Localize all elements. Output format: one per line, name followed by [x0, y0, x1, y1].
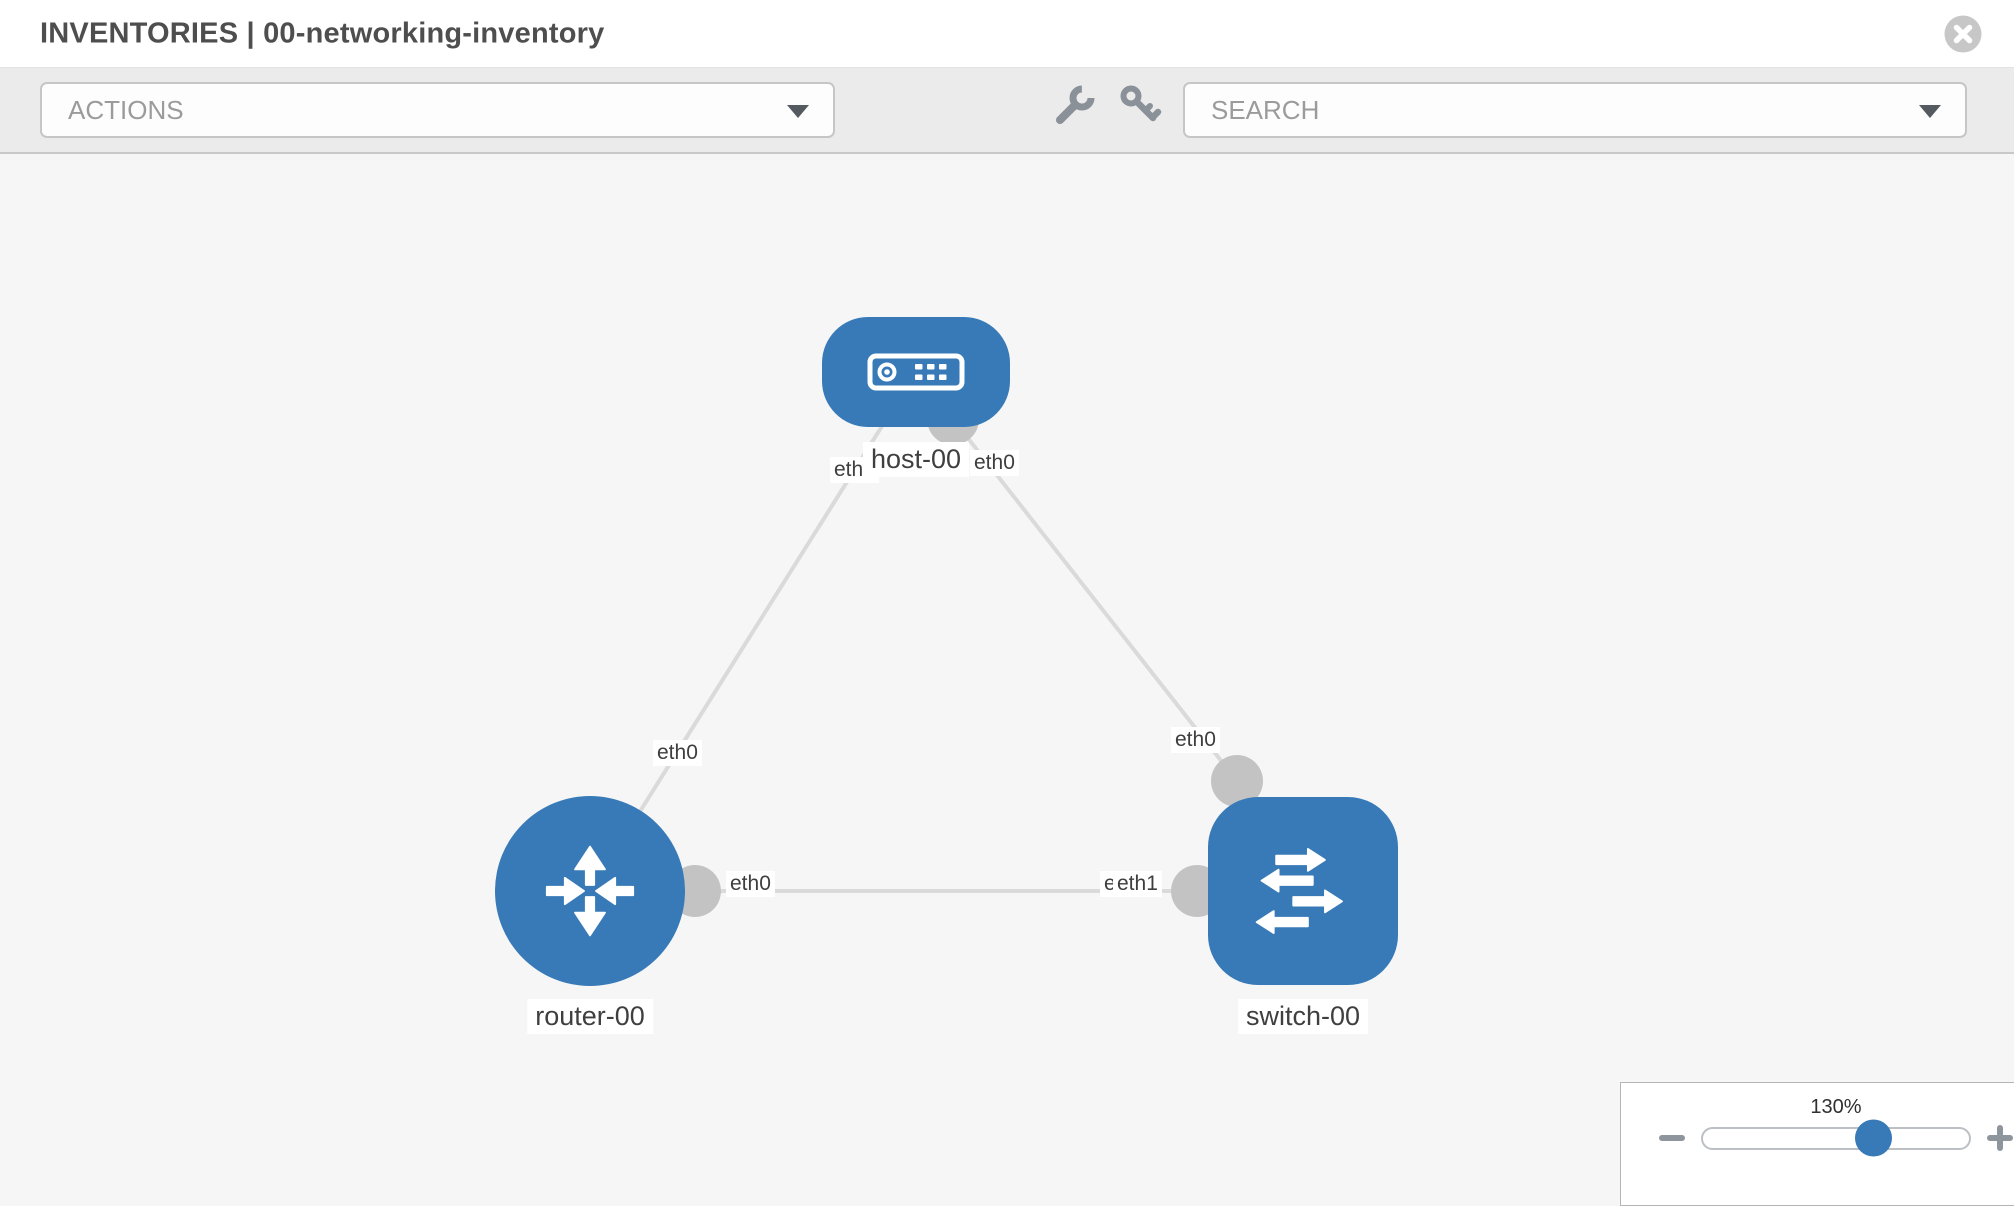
- iface-label-switch-to-router: eth1: [1113, 871, 1162, 897]
- plus-icon: [1997, 1125, 2003, 1151]
- zoom-panel: 130%: [1620, 1082, 2014, 1206]
- zoom-out-button[interactable]: [1659, 1135, 1685, 1141]
- zoom-slider-track[interactable]: [1701, 1119, 1971, 1157]
- page-title: INVENTORIES | 00-networking-inventory: [40, 17, 605, 49]
- close-icon: [1944, 15, 1982, 53]
- node-router[interactable]: [495, 796, 685, 986]
- actions-dropdown[interactable]: ACTIONS: [40, 82, 835, 138]
- iface-label-router-to-switch: eth0: [726, 871, 775, 897]
- toolbar: ACTIONS: [0, 68, 2014, 154]
- switch-icon: [1255, 847, 1343, 935]
- node-switch[interactable]: [1208, 797, 1398, 985]
- iface-label-router-to-host: eth0: [653, 740, 702, 766]
- tools-button[interactable]: [1048, 80, 1100, 132]
- iface-label-switch-to-host: eth0: [1171, 727, 1220, 753]
- wrench-icon: [1056, 85, 1095, 124]
- connector-switch-top: [1211, 755, 1263, 807]
- link-host-switch[interactable]: [914, 370, 1239, 783]
- node-label-host: host-00: [862, 442, 970, 477]
- chevron-down-icon: [1919, 105, 1941, 118]
- search-input[interactable]: [1211, 94, 1891, 126]
- key-icon: [1120, 85, 1162, 122]
- header-bar: INVENTORIES | 00-networking-inventory: [0, 0, 2014, 68]
- node-host[interactable]: [822, 317, 1010, 427]
- close-button[interactable]: [1944, 15, 1982, 53]
- topology-canvas[interactable]: host-00 router-00 switch-00 eth0 eth0 et…: [0, 154, 2014, 1200]
- node-label-router: router-00: [527, 999, 653, 1034]
- credentials-button[interactable]: [1114, 80, 1166, 132]
- actions-dropdown-label: ACTIONS: [68, 94, 184, 125]
- search-box[interactable]: [1183, 82, 1967, 138]
- zoom-level-value: 130%: [1810, 1096, 1862, 1118]
- zoom-in-button[interactable]: [1987, 1125, 2013, 1151]
- iface-label-host-to-switch: eth0: [970, 450, 1019, 476]
- zoom-slider-knob[interactable]: [1855, 1119, 1892, 1157]
- chevron-down-icon: [787, 105, 809, 118]
- router-icon: [545, 845, 635, 937]
- node-label-switch: switch-00: [1237, 999, 1369, 1034]
- host-icon: [867, 353, 965, 391]
